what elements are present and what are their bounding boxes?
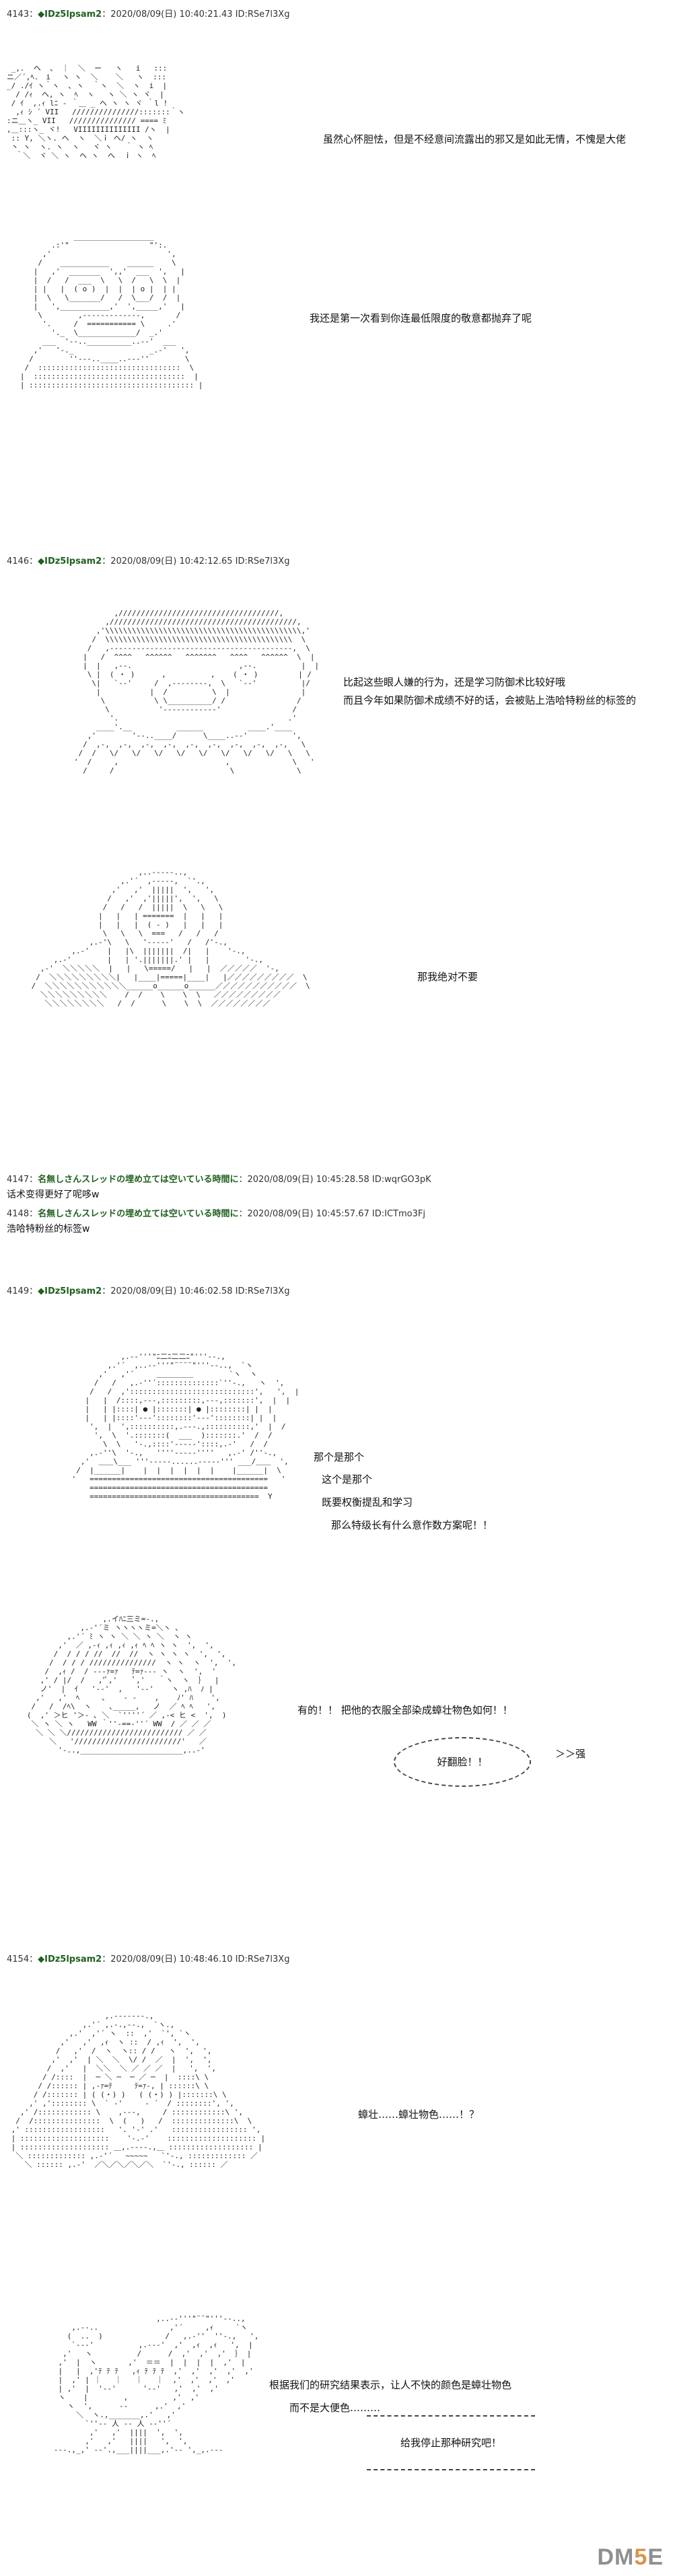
shout-box-spiky: 给我停止那种研究吧！	[367, 2415, 535, 2470]
post-date: 2020/08/09(日) 10:46:02.58	[110, 1286, 233, 1296]
post-number: 4149	[7, 1286, 30, 1296]
dialogue-line: 那么特级长有什么意作数方案呢！！	[331, 1519, 493, 1531]
poster-id[interactable]: ID:RSe7l3Xg	[235, 1954, 290, 1964]
poster-id[interactable]: ID:ICTmo3Fj	[371, 1209, 425, 1219]
dialogue-line: 我还是第一次看到你连最低限度的敬意都抛弃了呢	[310, 312, 532, 324]
post-date: 2020/08/09(日) 10:45:57.67	[247, 1209, 369, 1219]
post-header: 4154：◆IDz5lpsam2：2020/08/09(日) 10:48:46.…	[7, 1954, 290, 1964]
post-date: 2020/08/09(日) 10:40:21.43	[110, 9, 233, 20]
post-number: 4146	[7, 556, 30, 566]
dialogue-line: 而且今年如果防御术成绩不好的话，会被贴上浩哈特粉丝的标签的	[343, 694, 637, 706]
speech-bubble-spiky: 好翻脸！！	[394, 1737, 531, 1787]
poster-name[interactable]: 名無しさんスレッドの埋め立ては空いている時間に	[38, 1175, 239, 1185]
dialogue-line: 那我绝对不要	[417, 971, 479, 983]
dialogue-line: 而不是大便色………	[289, 2402, 381, 2414]
dialogue-line: 那个是那个	[314, 1451, 365, 1463]
post-header: 4149：◆IDz5lpsam2：2020/08/09(日) 10:46:02.…	[7, 1286, 290, 1296]
post-date: 2020/08/09(日) 10:48:46.10	[110, 1954, 233, 1964]
ascii-art-character-cap: ,.-‐'''"ﾆ二ﾆ二二ﾆ"'''‐-., ,.'´ ,..-‐'''"¨¨¨…	[71, 1352, 299, 1501]
post-date: 2020/08/09(日) 10:42:12.65	[110, 556, 233, 566]
poster-name[interactable]: ◆IDz5lpsam2	[38, 1954, 102, 1964]
post-number: 4148	[7, 1209, 30, 1219]
ascii-art-character-eyes: _,. ヘ 、 ｜ ＼ ー ヽ i ::: ニ／´,ﾍ. i ヽ ヽ ＼ ＼ ヽ…	[7, 64, 185, 160]
dialogue-line: 这个是那个	[322, 1473, 373, 1485]
post-header: 4147：名無しさんスレッドの埋め立ては空いている時間に：2020/08/09(…	[7, 1175, 431, 1185]
ascii-art-character-hat: ,////////////////////////////////////, ,…	[73, 609, 320, 775]
post-number: 4154	[7, 1954, 30, 1964]
post-header: 4146：◆IDz5lpsam2：2020/08/09(日) 10:42:12.…	[7, 556, 290, 566]
post-header: 4143：◆IDz5lpsam2：2020/08/09(日) 10:40:21.…	[7, 9, 290, 20]
ascii-art-character-wild-hair: ,.イﾊﾆ三ミ=-., ,.-'´ミ ヽヽヽヽミ=＼ヽ ､ ,.'´ ﾐ ヽ ヽ…	[26, 1615, 237, 1755]
post-number: 4143	[7, 9, 30, 20]
dialogue-line: 既要权衡提乱和学习	[322, 1496, 413, 1508]
dialogue-line: 根据我们的研究结果表示，让人不快的颜色是蟑壮物色	[269, 2379, 512, 2391]
post-number: 4147	[7, 1175, 30, 1185]
poster-id[interactable]: ID:RSe7l3Xg	[235, 1286, 290, 1296]
poster-name[interactable]: ◆IDz5lpsam2	[38, 9, 102, 20]
bubble-text: 好翻脸！！	[437, 1756, 488, 1768]
dialogue-line: 虽然心怀胆怯，但是不经意间流露出的邪又是如此无情，不愧是大佬	[323, 133, 627, 145]
ascii-art-character-small: ,..-‐'''"¨¨"'''‐-.., ,.--.. ,'´ ,ｨ `ヽ ( …	[53, 2314, 259, 2454]
comment-text: 浩哈特粉丝的标签w	[7, 1224, 90, 1235]
ascii-art-character-glasses: __________________ .:'" "':. ,' ', / ___…	[20, 232, 203, 390]
poster-id[interactable]: ID:wqrGO3pK	[371, 1175, 431, 1185]
poster-name[interactable]: 名無しさんスレッドの埋め立ては空いている時間に	[38, 1209, 239, 1219]
poster-id[interactable]: ID:RSe7l3Xg	[235, 556, 290, 566]
poster-name[interactable]: ◆IDz5lpsam2	[38, 1286, 102, 1296]
poster-name[interactable]: ◆IDz5lpsam2	[38, 556, 102, 566]
post-header: 4148：名無しさんスレッドの埋め立ては空いている時間に：2020/08/09(…	[7, 1209, 425, 1219]
ascii-art-character-shocked: ,.--‐‐-‐-., ,.'´ ,.-.,--., `ヽ., ,.' ,'´ …	[11, 2012, 266, 2169]
dialogue-line: ＞＞强	[555, 1748, 586, 1760]
comment-text: 话术变得更好了呢哆w	[7, 1189, 100, 1200]
site-watermark-logo: DM5E	[597, 2544, 664, 2570]
dialogue-line: 比起这些眼人嫌的行为，还是学习防御术比较好哦	[343, 676, 566, 688]
shout-text: 给我停止那种研究吧！	[400, 2437, 501, 2449]
ascii-art-character-robe: ,..-----.., ,.'´ ,-----, `'., ,' ,' ||||…	[31, 868, 310, 1008]
post-date: 2020/08/09(日) 10:45:28.58	[247, 1175, 369, 1185]
dialogue-line: 蟑壮……蟑壮物色……！？	[358, 2108, 480, 2121]
dialogue-line: 有的！！ 把他的衣服全部染成蟑壮物色如何！！	[297, 1704, 513, 1716]
poster-id[interactable]: ID:RSe7l3Xg	[235, 9, 290, 20]
